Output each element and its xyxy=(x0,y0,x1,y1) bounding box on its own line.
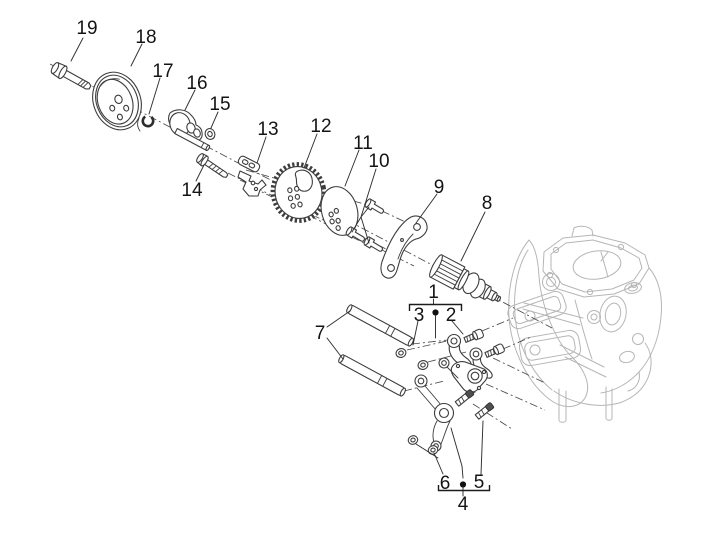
flange-bolt-19 xyxy=(50,62,92,90)
rocker-shafts-7 xyxy=(338,304,415,397)
adjuster-nuts-3 xyxy=(395,347,429,371)
callout-label-1: 1 xyxy=(428,282,439,303)
leader-lines xyxy=(70,37,486,497)
callout-label-6: 6 xyxy=(440,473,451,494)
group-bracket-4 xyxy=(437,485,491,492)
callout-label-19: 19 xyxy=(76,18,97,39)
engine-case xyxy=(507,225,662,423)
end-plate-9 xyxy=(380,215,428,279)
group-bullet-1 xyxy=(432,309,439,316)
pivot-studs-2 xyxy=(463,328,505,358)
retainer-disc-11 xyxy=(320,186,359,236)
circlip-17 xyxy=(137,114,155,132)
washer-15 xyxy=(204,128,216,140)
callout-label-13: 13 xyxy=(257,119,278,140)
upper-rocker-assembly xyxy=(446,333,493,395)
screws-10 xyxy=(345,198,385,252)
callout-label-17: 17 xyxy=(152,61,173,82)
camshaft-sprocket-12 xyxy=(270,162,327,223)
hex-bolt-14 xyxy=(196,153,229,178)
callout-label-10: 10 xyxy=(368,151,389,172)
lower-rocker-assembly xyxy=(414,357,459,452)
callout-labels: 1 2 3 4 5 6 7 8 9 10 11 12 13 14 15 16 1… xyxy=(76,18,492,515)
group-bullet-4 xyxy=(459,481,467,488)
cam-hub-16 xyxy=(168,109,211,151)
callout-label-7: 7 xyxy=(315,323,326,344)
callout-label-5: 5 xyxy=(474,472,485,493)
callout-label-4: 4 xyxy=(458,494,469,515)
callout-label-3: 3 xyxy=(414,305,425,326)
callout-label-14: 14 xyxy=(181,180,203,201)
callout-label-8: 8 xyxy=(482,193,493,214)
dowel-pins-5 xyxy=(454,389,495,420)
timing-pulley-18 xyxy=(92,71,142,131)
callout-label-16: 16 xyxy=(186,73,207,94)
tensioner-bracket-13 xyxy=(237,155,267,197)
callout-label-12: 12 xyxy=(310,116,331,137)
callout-label-15: 15 xyxy=(209,94,230,115)
lock-nuts-6 xyxy=(407,435,439,455)
callout-label-11: 11 xyxy=(353,133,373,154)
assembly-group-markers xyxy=(408,303,491,492)
camshaft-8 xyxy=(429,254,501,302)
group-bracket-1 xyxy=(408,303,463,311)
callout-label-9: 9 xyxy=(434,177,445,198)
callout-label-2: 2 xyxy=(446,305,457,326)
callout-label-18: 18 xyxy=(135,27,156,48)
